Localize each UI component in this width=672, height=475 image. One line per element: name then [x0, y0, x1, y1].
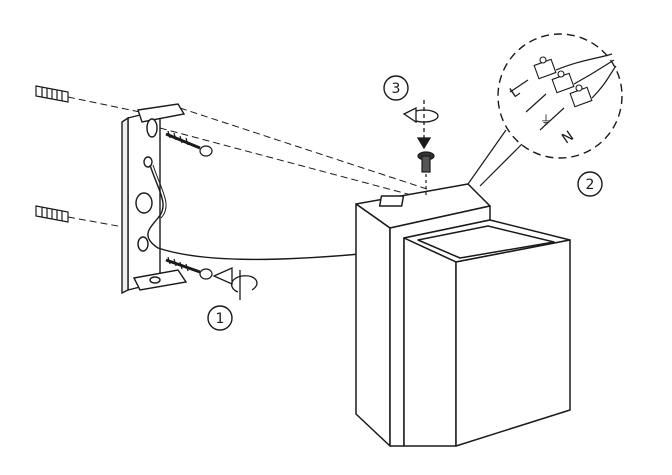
step-1-label: 1: [207, 305, 233, 331]
lamp-body: [355, 183, 571, 447]
rotation-arrow-step1: [212, 266, 258, 300]
svg-text:3: 3: [392, 81, 401, 97]
alignment-lines-bracket: [159, 107, 437, 201]
svg-text:2: 2: [586, 177, 595, 193]
rotation-arrow-step3: [402, 100, 439, 150]
wiring-earth-label: ⏚: [540, 113, 552, 127]
screw-bottom: [165, 256, 213, 280]
step-2-label: 2: [577, 171, 603, 197]
wiring-detail: L ⏚ N: [467, 33, 623, 187]
step-3-label: 3: [383, 75, 409, 101]
screw-step3: [417, 151, 435, 196]
wall-plug-top: [35, 85, 69, 103]
screw-top: [165, 130, 213, 157]
svg-text:1: 1: [216, 311, 225, 327]
wall-plug-bottom: [35, 205, 69, 223]
mounting-bracket: [121, 103, 188, 295]
earth-wire: [147, 164, 361, 261]
